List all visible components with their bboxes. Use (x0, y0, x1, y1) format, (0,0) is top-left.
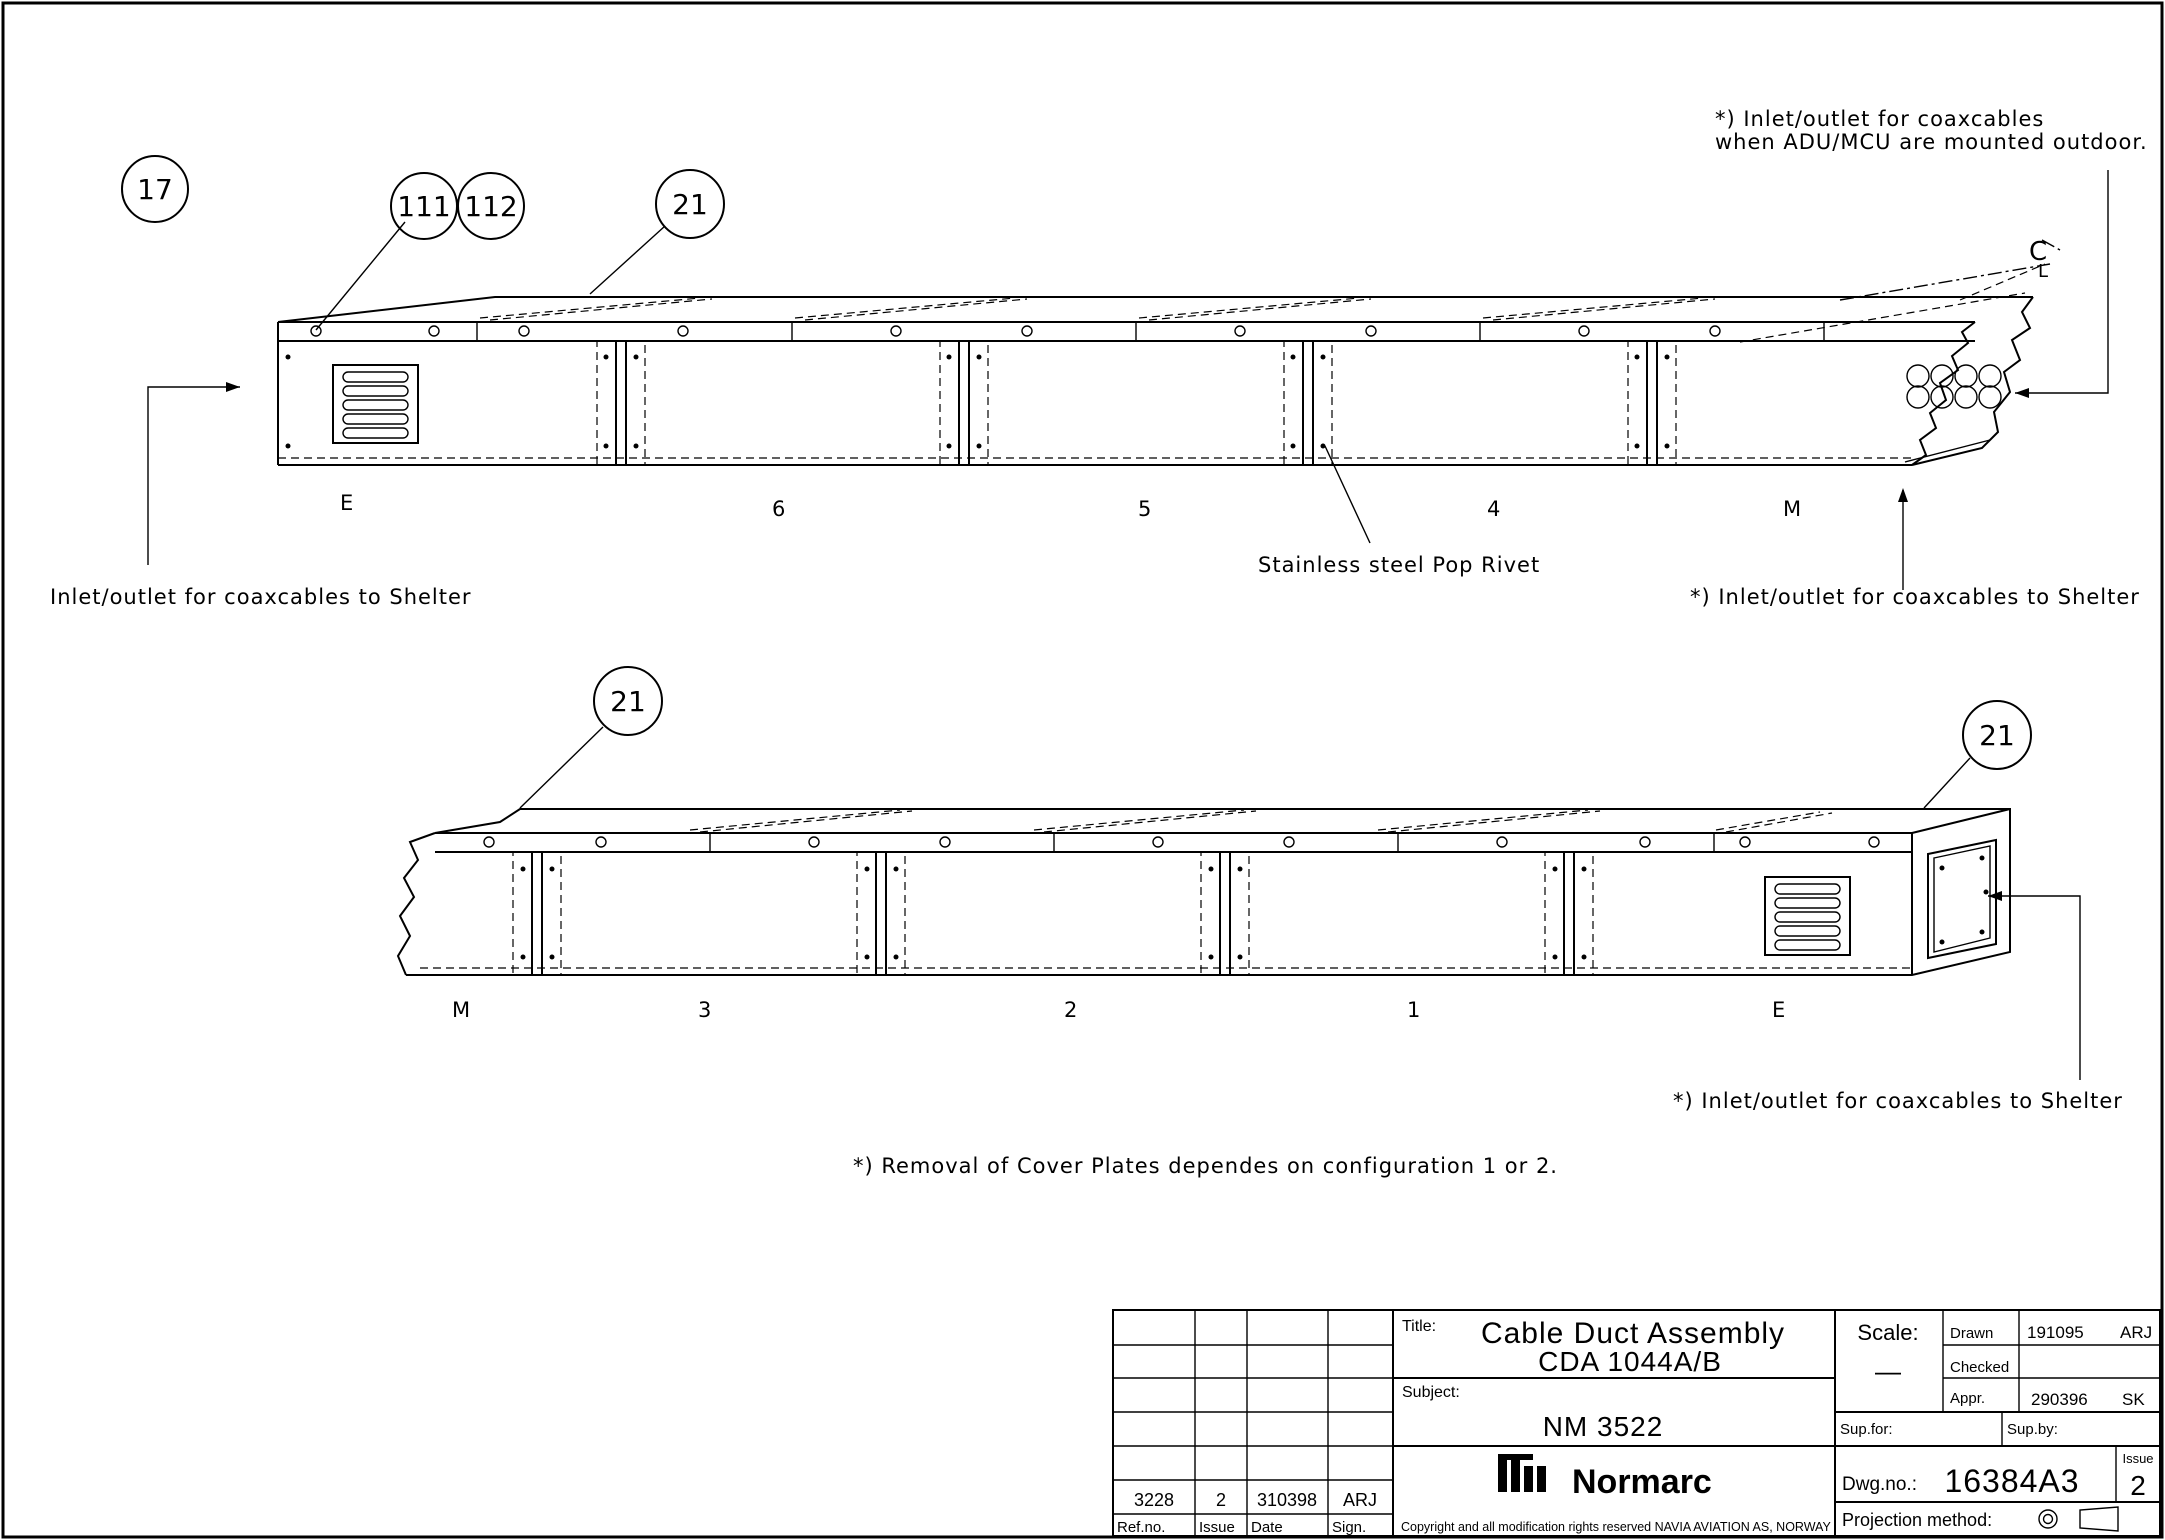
rev-date: 310398 (1257, 1490, 1317, 1510)
centerline-mark-sub: L (2038, 261, 2049, 282)
company-name: Normarc (1572, 1463, 1712, 1501)
issue-value: 2 (2130, 1470, 2146, 1501)
title-block: 3228 2 310398 ARJ Ref.no. Issue Date Sig… (1112, 1309, 2161, 1537)
appr-sign: SK (2122, 1390, 2145, 1409)
lower-duct-view (396, 808, 2011, 976)
note-removal: *) Removal of Cover Plates dependes on c… (853, 1154, 1558, 1178)
upper-section-4: 4 (1487, 497, 1501, 521)
upper-section-m: M (1783, 497, 1802, 521)
lower-section-2: 2 (1064, 998, 1078, 1022)
appr-date: 290396 (2031, 1390, 2088, 1409)
note-inlet-right-top: *) Inlet/outlet for coaxcables to Shelte… (1690, 585, 2140, 609)
title-line1: Cable Duct Assembly (1481, 1317, 1785, 1350)
upper-section-6: 6 (772, 497, 786, 521)
lower-section-m: M (452, 998, 471, 1022)
drawn-date: 191095 (2027, 1323, 2084, 1342)
dwg-no-value: 16384A3 (1944, 1463, 2079, 1499)
sup-by-label: Sup.by: (2007, 1421, 2058, 1438)
appr-label: Appr. (1950, 1390, 1985, 1407)
rev-header-ref-no: Ref.no. (1117, 1519, 1165, 1536)
title-line2: CDA 1044A/B (1538, 1346, 1722, 1377)
balloon-21-top: 21 (672, 188, 708, 221)
rev-sign: ARJ (1343, 1490, 1377, 1510)
dwg-no-label: Dwg.no.: (1842, 1474, 1917, 1495)
lower-section-e: E (1772, 998, 1786, 1022)
rev-header-issue: Issue (1199, 1519, 1235, 1536)
scale-value: — (1875, 1356, 1901, 1386)
issue-label: Issue (2122, 1451, 2153, 1466)
note-pop-rivet: Stainless steel Pop Rivet (1258, 553, 1540, 577)
balloon-111: 111 (397, 190, 450, 223)
rev-header-date: Date (1251, 1519, 1283, 1536)
upper-duct-view (277, 263, 2046, 466)
balloon-21-lower-right: 21 (1979, 719, 2015, 752)
balloon-112: 112 (464, 190, 517, 223)
upper-section-labels: E 6 5 4 M (340, 491, 1802, 521)
drawn-sign: ARJ (2120, 1323, 2152, 1342)
drawing-notes: *) Inlet/outlet for coaxcables when ADU/… (50, 107, 2148, 1178)
checked-label: Checked (1950, 1359, 2009, 1376)
note-inlet-right-bottom: *) Inlet/outlet for coaxcables to Shelte… (1673, 1089, 2123, 1113)
lower-section-labels: M 3 2 1 E (452, 998, 1786, 1022)
subject-label: Subject: (1402, 1384, 1460, 1401)
title-label: Title: (1402, 1318, 1436, 1335)
balloon-callouts: 17 111 112 21 21 21 (121, 155, 2032, 770)
upper-section-e: E (340, 491, 354, 515)
lower-section-3: 3 (698, 998, 712, 1022)
drawn-label: Drawn (1950, 1325, 1993, 1342)
rev-header-sign: Sign. (1332, 1519, 1366, 1536)
normarc-logo-icon (1498, 1454, 1546, 1492)
leader-lines (147, 170, 2109, 1080)
copyright-notice: Copyright and all modification rights re… (1401, 1520, 1831, 1534)
projection-label: Projection method: (1842, 1510, 1992, 1530)
scale-label: Scale: (1857, 1320, 1918, 1345)
projection-method-icon (2038, 1506, 2119, 1532)
lower-section-1: 1 (1407, 998, 1421, 1022)
rev-ref-no: 3228 (1134, 1490, 1174, 1510)
note-outdoor-line1: *) Inlet/outlet for coaxcables (1715, 107, 2044, 131)
balloon-17: 17 (137, 173, 173, 206)
sup-for-label: Sup.for: (1840, 1421, 1893, 1438)
subject-value: NM 3522 (1543, 1411, 1664, 1442)
note-outdoor-line2: when ADU/MCU are mounted outdoor. (1715, 130, 2148, 154)
note-inlet-left: Inlet/outlet for coaxcables to Shelter (50, 585, 472, 609)
centerline-mark: C (2029, 237, 2048, 267)
rev-issue: 2 (1216, 1490, 1226, 1510)
upper-section-5: 5 (1138, 497, 1152, 521)
balloon-21-lower-left: 21 (610, 685, 646, 718)
